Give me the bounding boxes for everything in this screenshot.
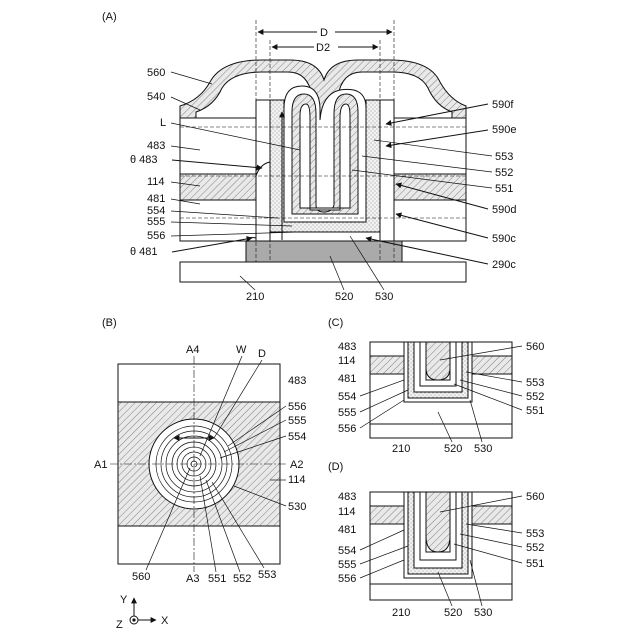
label-d-210: 210 [392, 607, 410, 619]
label-c-555: 555 [338, 407, 356, 419]
label-b-a2: A2 [290, 459, 303, 471]
label-a-530: 530 [375, 291, 393, 303]
label-a-114: 114 [147, 176, 165, 188]
substrate-210-c [370, 424, 512, 438]
label-d-520: 520 [444, 607, 462, 619]
label-c-552: 552 [526, 391, 544, 403]
dim-d2: D2 [316, 42, 330, 54]
label-a-210: 210 [246, 291, 264, 303]
label-a-481: 481 [147, 193, 165, 205]
label-a-theta-483: θ 483 [130, 154, 158, 166]
label-b-554: 554 [288, 431, 306, 443]
label-d-114: 114 [338, 506, 356, 518]
label-c-560: 560 [526, 341, 544, 353]
label-b-483: 483 [288, 375, 306, 387]
layer-560-d [426, 492, 450, 552]
label-b-553: 553 [258, 569, 276, 581]
layer-560-c [426, 342, 450, 380]
label-c-554: 554 [338, 391, 356, 403]
label-a-520: 520 [335, 291, 353, 303]
label-c-553: 553 [526, 377, 544, 389]
label-d-554: 554 [338, 545, 356, 557]
label-a-590c: 590c [492, 233, 516, 245]
label-b-a1: A1 [94, 459, 107, 471]
label-c-483: 483 [338, 341, 356, 353]
label-a-590e: 590e [492, 124, 516, 136]
panel-c-label: (C) [328, 317, 343, 329]
label-a-l: L [160, 117, 166, 129]
label-b-556: 556 [288, 401, 306, 413]
substrate-210-d [370, 584, 512, 600]
region-483-bottom [118, 526, 280, 564]
label-c-520: 520 [444, 443, 462, 455]
panel-d: (D) 483 114 481 554 555 556 560 553 552 … [328, 461, 544, 619]
panel-a-label: (A) [102, 11, 117, 23]
label-b-114: 114 [288, 474, 306, 486]
label-b-560: 560 [132, 571, 150, 583]
label-a-290c: 290c [492, 259, 516, 271]
label-b-a4: A4 [186, 344, 199, 356]
label-a-552: 552 [495, 167, 513, 179]
label-c-210: 210 [392, 443, 410, 455]
panel-b: (B) A4 W D A1 A2 483 556 555 55 [94, 317, 306, 631]
label-b-w: W [236, 344, 247, 356]
label-a-553: 553 [495, 151, 513, 163]
label-a-555: 555 [147, 216, 165, 228]
panel-a: (A) D [102, 11, 516, 303]
label-d-530: 530 [474, 607, 492, 619]
label-d-553: 553 [526, 528, 544, 540]
label-d-556: 556 [338, 573, 356, 585]
label-b-555: 555 [288, 415, 306, 427]
label-b-d: D [258, 348, 266, 360]
label-a-556: 556 [147, 230, 165, 242]
label-a-590f: 590f [492, 99, 514, 111]
label-d-483: 483 [338, 491, 356, 503]
label-a-590d: 590d [492, 204, 516, 216]
label-a-540: 540 [147, 91, 165, 103]
panel-a-right-labels: 590f 590e 553 552 551 590d 590c 290c [492, 99, 516, 271]
label-c-551: 551 [526, 405, 544, 417]
label-b-a3: A3 [186, 573, 199, 585]
axis-y-label: Y [120, 594, 128, 606]
axis-indicator: Y X Z [116, 594, 169, 631]
dim-d: D [320, 27, 328, 39]
conductor-520 [246, 241, 402, 262]
panel-c: (C) 483 114 481 554 555 556 560 553 552 … [328, 317, 544, 455]
label-a-554: 554 [147, 205, 165, 217]
panel-a-left-labels: 560 540 L 483 θ 483 114 481 555 554 556 … [130, 67, 166, 258]
panel-d-label: (D) [328, 461, 343, 473]
label-d-560: 560 [526, 491, 544, 503]
label-b-551: 551 [208, 573, 226, 585]
axis-z-dot [132, 618, 135, 621]
axis-z-label: Z [116, 619, 123, 631]
axis-x-label: X [161, 615, 169, 627]
label-a-theta-481: θ 481 [130, 246, 158, 258]
label-c-114: 114 [338, 355, 356, 367]
panel-b-label: (B) [102, 317, 117, 329]
label-d-481: 481 [338, 524, 356, 536]
opening-wall-right [380, 100, 394, 241]
label-b-530: 530 [288, 501, 306, 513]
label-a-483: 483 [147, 140, 165, 152]
label-c-481: 481 [338, 373, 356, 385]
label-a-551: 551 [495, 183, 513, 195]
label-b-552: 552 [233, 573, 251, 585]
substrate-210 [180, 262, 466, 282]
label-d-551: 551 [526, 558, 544, 570]
label-d-552: 552 [526, 542, 544, 554]
label-d-555: 555 [338, 559, 356, 571]
label-c-530: 530 [474, 443, 492, 455]
label-c-556: 556 [338, 423, 356, 435]
label-a-560: 560 [147, 67, 165, 79]
